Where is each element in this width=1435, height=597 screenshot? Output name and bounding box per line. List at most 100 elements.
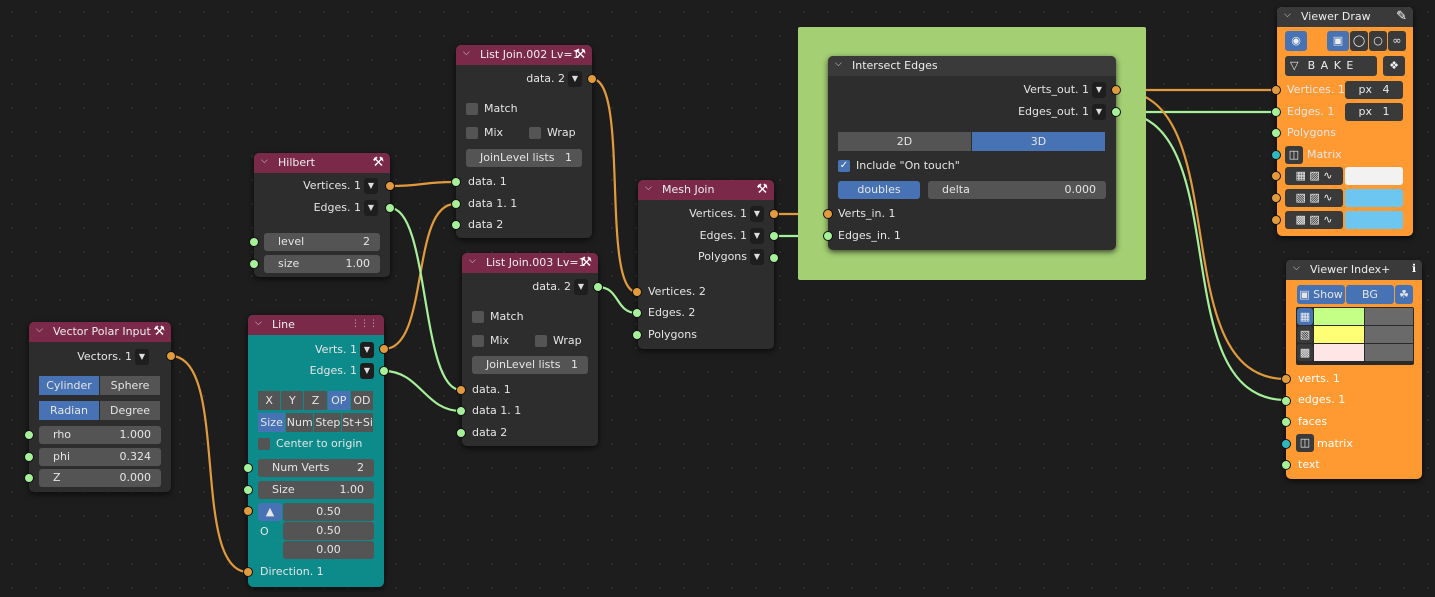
- socket-text-in[interactable]: [1281, 460, 1291, 470]
- vertex-index-bg[interactable]: [1365, 308, 1413, 325]
- edge-width-field[interactable]: px 1: [1345, 103, 1403, 121]
- collapse-chevron-icon[interactable]: ⌵: [463, 48, 470, 58]
- dropdown-icon[interactable]: ▼: [1092, 82, 1106, 98]
- mode-cylinder-button[interactable]: Cylinder: [39, 376, 99, 395]
- dir-x-button[interactable]: X: [258, 391, 281, 410]
- direction-toggle[interactable]: X Y Z OP OD: [258, 391, 374, 410]
- mode-sphere-button[interactable]: Sphere: [100, 376, 160, 395]
- mix-checkbox[interactable]: Mix: [466, 125, 503, 141]
- face-display-icons[interactable]: ▩ ▨ ∿: [1285, 211, 1343, 229]
- dropdown-icon[interactable]: ▼: [574, 279, 588, 295]
- node-line[interactable]: ⌵ Line ⋮⋮⋮ Verts. 1▼ Edges. 1▼ X Y Z OP …: [248, 315, 384, 587]
- collapse-chevron-icon[interactable]: ⌵: [645, 183, 652, 193]
- checkbox-icon[interactable]: [472, 311, 484, 323]
- socket-verts-out[interactable]: [379, 344, 389, 354]
- socket-vertices-out[interactable]: [385, 181, 395, 191]
- socket-data1-in[interactable]: [451, 177, 461, 187]
- socket-edge-color-in[interactable]: [1271, 193, 1281, 203]
- dropdown-icon[interactable]: ▼: [135, 349, 149, 365]
- socket-matrix-in[interactable]: [1281, 439, 1291, 449]
- socket-direction-in[interactable]: [243, 567, 253, 577]
- socket-vertices-out[interactable]: [769, 209, 779, 219]
- socket-vertices-in[interactable]: [1271, 85, 1281, 95]
- checkbox-icon[interactable]: [466, 103, 478, 115]
- mode-toggle[interactable]: Cylinder Sphere: [39, 376, 161, 395]
- socket-polygons-in[interactable]: [632, 330, 642, 340]
- mix-checkbox[interactable]: Mix: [472, 333, 509, 349]
- socket-edges-out[interactable]: [1111, 107, 1121, 117]
- checkbox-icon[interactable]: [535, 335, 547, 347]
- pencil-icon[interactable]: ✎: [1396, 9, 1407, 24]
- expand-triangle-icon[interactable]: ▲: [258, 503, 282, 521]
- edge-index-icon[interactable]: ▧: [1297, 326, 1313, 343]
- socket-num-in[interactable]: [243, 463, 253, 473]
- node-vector-polar-input[interactable]: ⌵ Vector Polar Input ⚒ Vectors. 1▼ Cylin…: [29, 322, 171, 492]
- dir-y-button[interactable]: Y: [281, 391, 304, 410]
- collapse-chevron-icon[interactable]: ⌵: [261, 156, 268, 166]
- dir-od-button[interactable]: OD: [350, 391, 374, 410]
- socket-edges-out[interactable]: [385, 203, 395, 213]
- mode-size-button[interactable]: Size: [258, 413, 286, 432]
- edge-color-swatch[interactable]: [1345, 189, 1403, 207]
- edge-index-bg[interactable]: [1365, 326, 1413, 343]
- socket-edges-in[interactable]: [632, 308, 642, 318]
- collapse-chevron-icon[interactable]: ⌵: [1293, 263, 1300, 273]
- mode-2d-button[interactable]: 2D: [838, 132, 971, 151]
- vertex-size-field[interactable]: px 4: [1345, 81, 1403, 99]
- node-mesh-join[interactable]: ⌵ Mesh Join ⚒ Vertices. 1▼ Edges. 1▼ Pol…: [638, 180, 774, 349]
- node-hilbert[interactable]: ⌵ Hilbert ⚒ Vertices. 1▼ Edges. 1▼ level…: [254, 153, 390, 277]
- socket-edges-out[interactable]: [769, 231, 779, 241]
- socket-origin-in[interactable]: [243, 506, 253, 516]
- match-checkbox[interactable]: Match: [472, 309, 524, 325]
- mode-num-button[interactable]: Num: [286, 413, 314, 432]
- loop-icon[interactable]: ∞: [1388, 31, 1406, 51]
- info-icon[interactable]: ℹ: [1411, 262, 1416, 275]
- socket-data11-in[interactable]: [451, 199, 461, 209]
- face-index-bg[interactable]: [1365, 344, 1413, 361]
- node-list-join-003[interactable]: ⌵ List Join.003 Lv=1 ⚒ data. 2▼ Match Mi…: [462, 253, 598, 446]
- collapse-chevron-icon[interactable]: ⌵: [469, 256, 476, 266]
- socket-rho-in[interactable]: [24, 430, 34, 440]
- socket-verts-in[interactable]: [823, 209, 833, 219]
- mode-stsi-button[interactable]: St+Si: [342, 413, 373, 432]
- socket-data-out[interactable]: [593, 282, 603, 292]
- match-checkbox[interactable]: Match: [466, 101, 518, 117]
- socket-phi-in[interactable]: [24, 452, 34, 462]
- checkbox-icon[interactable]: [258, 438, 270, 450]
- dropdown-icon[interactable]: ▼: [360, 342, 374, 358]
- socket-size-in[interactable]: [249, 259, 259, 269]
- vertex-display-icons[interactable]: ▦ ▨ ∿: [1285, 167, 1343, 185]
- socket-vertices-in[interactable]: [632, 287, 642, 297]
- dimension-toggle[interactable]: 2D 3D: [838, 132, 1106, 151]
- socket-verts-out[interactable]: [1111, 85, 1121, 95]
- collapse-chevron-icon[interactable]: ⌵: [255, 318, 262, 328]
- socket-polygons-in[interactable]: [1271, 128, 1281, 138]
- dropdown-icon[interactable]: ▼: [1092, 104, 1106, 120]
- origin-y-field[interactable]: 0.50: [283, 522, 374, 540]
- collapse-chevron-icon[interactable]: ⌵: [835, 59, 842, 69]
- dropdown-icon[interactable]: ▼: [750, 206, 764, 222]
- ghost-icon[interactable]: ☘: [1395, 285, 1413, 304]
- socket-matrix-in[interactable]: [1271, 150, 1281, 160]
- dropdown-icon[interactable]: ▼: [364, 200, 378, 216]
- dropdown-icon[interactable]: ▼: [568, 71, 582, 87]
- dropdown-icon[interactable]: ▼: [360, 363, 374, 379]
- unit-toggle[interactable]: Radian Degree: [39, 401, 161, 420]
- node-intersect-edges[interactable]: ⌵ Intersect Edges Verts_out. 1▼ Edges_ou…: [828, 56, 1116, 250]
- socket-data1-in[interactable]: [456, 385, 466, 395]
- socket-vectors-out[interactable]: [166, 351, 176, 361]
- checkmark-icon[interactable]: ✓: [838, 160, 850, 172]
- socket-polygons-out[interactable]: [769, 253, 779, 263]
- matrix-icon[interactable]: ◫: [1296, 434, 1314, 452]
- socket-verts-in[interactable]: [1281, 374, 1291, 384]
- show-button[interactable]: ▣ Show: [1297, 285, 1345, 304]
- bake-options-icon[interactable]: ❖: [1383, 56, 1405, 76]
- socket-data2-in[interactable]: [451, 220, 461, 230]
- socket-data2-in[interactable]: [456, 428, 466, 438]
- socket-edges-in[interactable]: [1271, 107, 1281, 117]
